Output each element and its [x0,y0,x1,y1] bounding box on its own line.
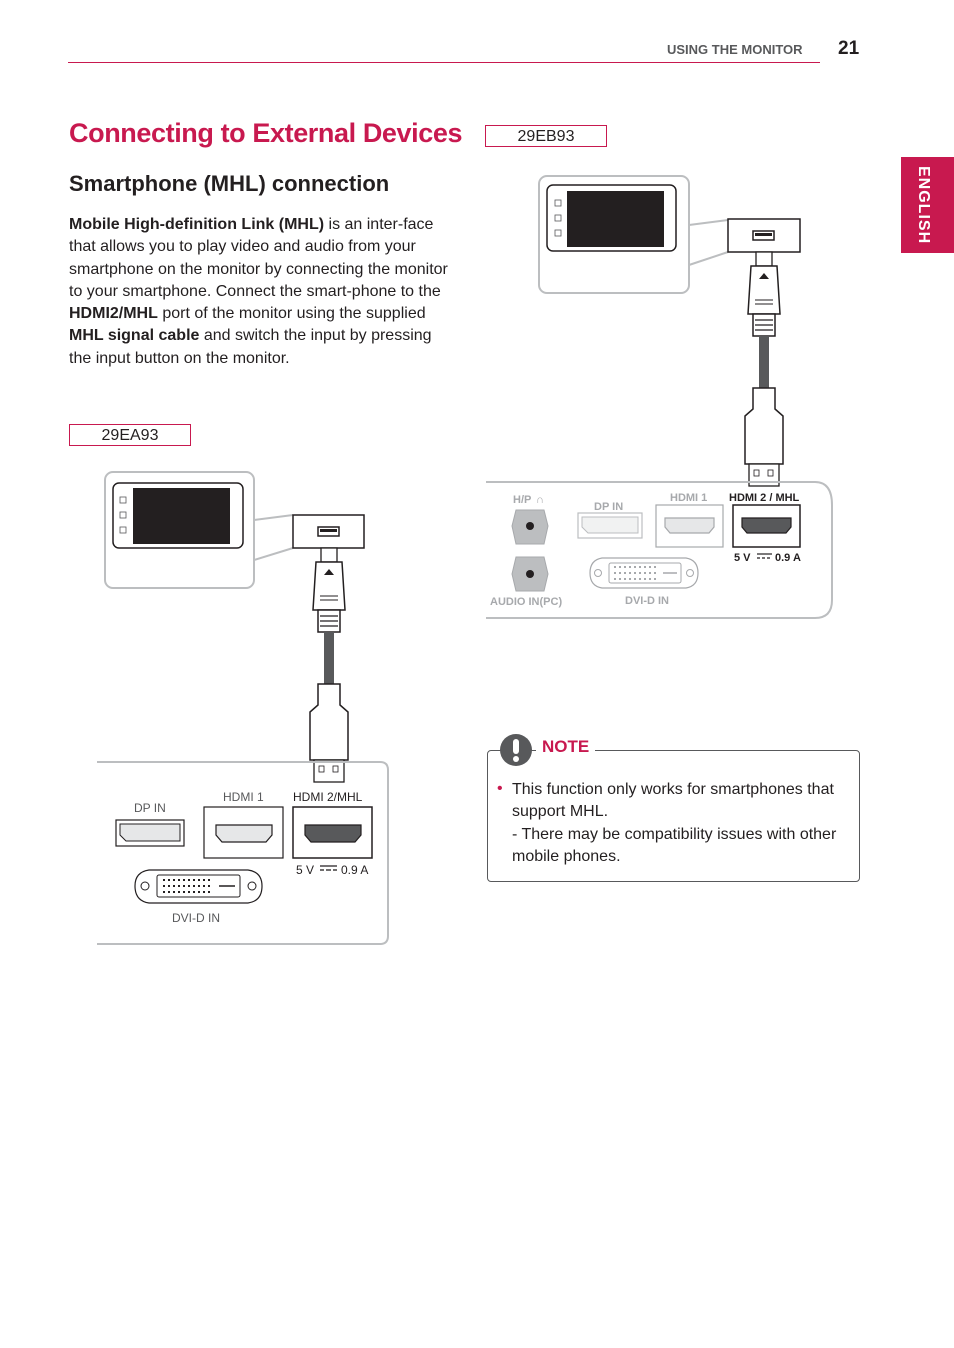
exclamation-icon [500,734,532,766]
intro-paragraph: Mobile High-definition Link (MHL) is an … [69,214,449,370]
rating-current: 0.9 A [775,552,801,564]
model-label-29eb93: 29EB93 [485,125,607,147]
monitor-back-panel [97,761,389,945]
mhl-cable [309,547,349,783]
paragraph-text: and switch the input by pressing the inp… [69,327,432,367]
port-label-dvi: DVI-D IN [172,911,220,925]
monitor-back-panel [486,481,833,619]
port-label-hdmi1: HDMI 1 [223,790,264,804]
note-bullet: • [497,780,503,797]
cable-term: MHL signal cable [69,327,200,345]
note-line-1: This function only works for smartphones… [512,781,834,821]
note-text: This function only works for smartphones… [512,779,842,868]
port-label-hdmi1: HDMI 1 [670,492,707,504]
note-line-2: - There may be compatibility issues with… [512,825,837,865]
rating-voltage: 5 V [296,863,314,877]
port-term: HDMI2/MHL [69,305,158,323]
paragraph-text: is an inter-face that allows you to play… [69,216,448,300]
smartphone-callout [538,175,801,294]
rating-current: 0.9 A [341,863,368,877]
page-title: Connecting to External Devices [69,118,463,148]
section-subtitle: Smartphone (MHL) connection [69,171,390,196]
language-tab [901,157,954,253]
port-label-hdmi2: HDMI 2 / MHL [729,492,800,504]
note-label: NOTE [536,737,596,757]
headphone-icon: ∩ [536,494,544,506]
mhl-cable [744,251,784,487]
port-label-hdmi2: HDMI 2/MHL [293,790,363,804]
port-label-hp: H/P [513,494,531,506]
model-label-29ea93: 29EA93 [69,424,191,446]
section-title: USING THE MONITOR [667,42,803,57]
page-number: 21 [838,38,860,59]
port-label-dp: DP IN [134,801,166,815]
smartphone-callout [104,471,365,589]
language-tab-label: ENGLISH [915,166,932,245]
port-label-audio: AUDIO IN(PC) [490,596,562,608]
rating-voltage: 5 V [734,552,751,564]
paragraph-text: port of the monitor using the supplied [157,305,426,323]
port-label-dvi: DVI-D IN [625,595,669,607]
mhl-term: Mobile High-definition Link (MHL) [69,216,325,233]
note-box [487,750,860,882]
port-label-dp: DP IN [594,501,623,513]
header-divider [68,62,820,63]
